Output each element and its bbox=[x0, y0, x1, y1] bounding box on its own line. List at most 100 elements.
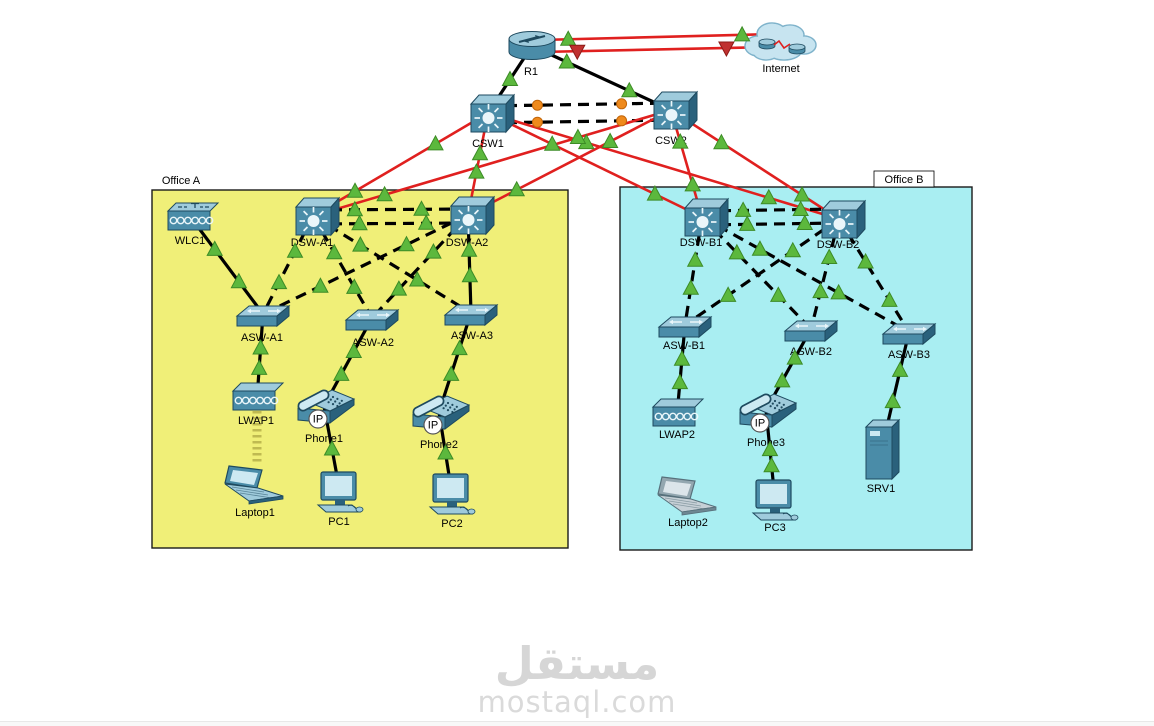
link-wlc1-aswa1[interactable] bbox=[190, 218, 265, 315]
link-csw2-dswa2[interactable] bbox=[467, 108, 672, 217]
link-up-triangle bbox=[820, 248, 838, 264]
ip-badge bbox=[750, 413, 770, 433]
device-r1[interactable] bbox=[508, 31, 556, 60]
mlswitch-icon bbox=[820, 199, 867, 240]
pc-icon bbox=[428, 473, 476, 515]
link-up-triangle bbox=[713, 133, 730, 150]
link-up-triangle bbox=[352, 236, 369, 252]
device-dsw-a2[interactable] bbox=[449, 195, 496, 236]
link-csw1-dswb1[interactable] bbox=[487, 111, 703, 219]
ap-icon bbox=[651, 398, 705, 427]
device-lwap2[interactable] bbox=[651, 398, 705, 427]
mlswitch-icon bbox=[683, 197, 730, 238]
link-r1-csw2[interactable] bbox=[531, 44, 672, 112]
link-csw1-csw2-po2[interactable] bbox=[487, 118, 672, 125]
link-dswa2-aswa1[interactable] bbox=[262, 213, 469, 316]
link-up-triangle bbox=[760, 188, 778, 205]
link-dswb1-aswb3[interactable] bbox=[701, 215, 910, 334]
label-dsw-a2: DSW-A2 bbox=[446, 237, 489, 249]
link-up-triangle bbox=[425, 243, 442, 259]
etherchannel-dot bbox=[616, 98, 628, 110]
device-asw-a3[interactable] bbox=[443, 303, 499, 327]
aswitch-icon bbox=[443, 303, 499, 327]
link-up-triangle bbox=[728, 243, 746, 260]
device-internet[interactable] bbox=[744, 22, 817, 61]
link-dswa1-aswa3[interactable] bbox=[312, 214, 472, 315]
mlswitch-icon bbox=[294, 196, 341, 237]
link-up-triangle bbox=[325, 243, 343, 260]
link-up-triangle bbox=[792, 200, 809, 217]
link-up-triangle bbox=[468, 163, 485, 179]
device-laptop2[interactable] bbox=[657, 476, 717, 516]
label-laptop1: Laptop1 bbox=[235, 507, 275, 519]
link-csw1-dswa1[interactable] bbox=[312, 111, 489, 218]
link-up-triangle bbox=[427, 134, 444, 151]
phone-icon: IP bbox=[412, 395, 471, 435]
device-csw1[interactable] bbox=[469, 93, 516, 134]
label-phone3: Phone3 bbox=[747, 437, 785, 449]
device-phone3[interactable]: IP bbox=[739, 393, 798, 433]
link-r1-internet-1[interactable] bbox=[539, 32, 776, 42]
aswitch-icon bbox=[783, 319, 839, 343]
label-asw-b2: ASW-B2 bbox=[790, 346, 832, 358]
device-asw-a2[interactable] bbox=[344, 308, 400, 332]
device-laptop1[interactable] bbox=[224, 465, 284, 505]
device-pc2[interactable] bbox=[428, 473, 476, 515]
laptop-icon bbox=[657, 476, 717, 516]
phone-icon: IP bbox=[297, 389, 356, 429]
device-asw-a1[interactable] bbox=[235, 304, 291, 328]
link-up-triangle bbox=[398, 235, 415, 252]
device-phone2[interactable]: IP bbox=[412, 395, 471, 435]
device-asw-b2[interactable] bbox=[783, 319, 839, 343]
device-dsw-a1[interactable] bbox=[294, 196, 341, 237]
link-up-triangle bbox=[345, 278, 363, 294]
label-dsw-b2: DSW-B2 bbox=[817, 239, 860, 251]
link-down-triangle bbox=[718, 41, 735, 58]
link-up-triangle bbox=[601, 132, 619, 148]
link-up-triangle bbox=[559, 30, 577, 46]
link-up-triangle bbox=[351, 214, 368, 231]
link-up-triangle bbox=[508, 180, 526, 197]
link-csw2-dswb2[interactable] bbox=[670, 108, 840, 221]
label-asw-a2: ASW-A2 bbox=[352, 337, 394, 349]
device-srv1[interactable] bbox=[864, 418, 901, 481]
label-asw-a1: ASW-A1 bbox=[241, 332, 283, 344]
link-up-triangle bbox=[793, 185, 811, 202]
link-down-triangle bbox=[568, 44, 586, 61]
device-wlc1[interactable] bbox=[166, 202, 220, 231]
device-pc3[interactable] bbox=[751, 479, 799, 521]
link-dswb2-aswb1[interactable] bbox=[684, 217, 840, 327]
device-lwap1[interactable] bbox=[231, 382, 285, 411]
aswitch-icon bbox=[881, 322, 937, 346]
label-phone2: Phone2 bbox=[420, 439, 458, 451]
etherchannel-dot bbox=[531, 99, 543, 111]
ip-badge-text: IP bbox=[313, 414, 323, 426]
device-asw-b1[interactable] bbox=[657, 315, 713, 339]
label-pc2: PC2 bbox=[441, 518, 462, 530]
link-up-triangle bbox=[451, 339, 468, 356]
link-up-triangle bbox=[461, 266, 479, 283]
link-up-triangle bbox=[408, 270, 426, 287]
link-up-triangle bbox=[413, 200, 430, 216]
device-dsw-b1[interactable] bbox=[683, 197, 730, 238]
link-up-triangle bbox=[250, 359, 268, 375]
link-aswa3-phone2[interactable] bbox=[437, 312, 473, 413]
label-pc1: PC1 bbox=[328, 516, 349, 528]
device-csw2[interactable] bbox=[652, 90, 699, 131]
device-phone1[interactable]: IP bbox=[297, 389, 356, 429]
link-up-triangle bbox=[763, 456, 780, 473]
link-csw2-dswa1[interactable] bbox=[312, 108, 672, 218]
device-dsw-b2[interactable] bbox=[820, 199, 867, 240]
aswitch-icon bbox=[657, 315, 713, 339]
link-csw1-dswb2[interactable] bbox=[487, 111, 840, 221]
ap-icon bbox=[231, 382, 285, 411]
label-lwap1: LWAP1 bbox=[238, 415, 274, 427]
aswitch-icon bbox=[344, 308, 400, 332]
link-up-triangle bbox=[346, 200, 364, 217]
device-asw-b3[interactable] bbox=[881, 322, 937, 346]
device-pc1[interactable] bbox=[316, 471, 364, 513]
link-up-triangle bbox=[323, 439, 341, 456]
link-csw1-csw2-po1[interactable] bbox=[487, 101, 672, 108]
